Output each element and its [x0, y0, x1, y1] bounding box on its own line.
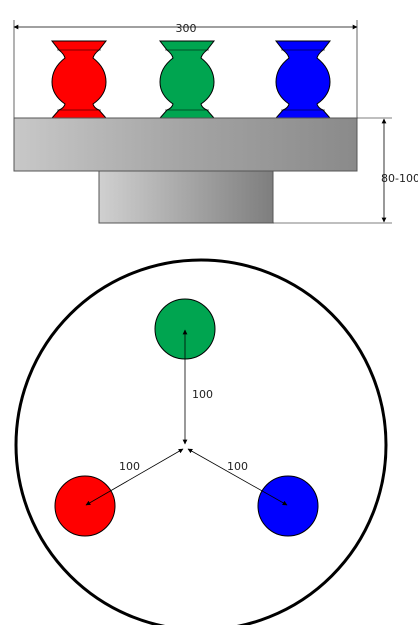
- distance-line-blue: [187, 448, 288, 506]
- blue-circle: [257, 475, 319, 537]
- blue-piece: [274, 40, 332, 119]
- platform-top: [13, 117, 358, 172]
- top-view: 100 100 100: [14, 258, 388, 625]
- width-label: 300: [176, 22, 197, 35]
- distance-label-red: 100: [119, 460, 140, 473]
- distance-line-red: [85, 448, 184, 506]
- height-label: 80-100: [381, 172, 418, 185]
- distance-label-blue: 100: [227, 460, 248, 473]
- side-view: 300 80-100: [13, 20, 418, 224]
- green-piece: [158, 40, 216, 119]
- red-piece: [50, 40, 108, 119]
- red-circle: [54, 475, 116, 537]
- outer-platform-circle: [14, 258, 388, 625]
- distance-label-green: 100: [192, 388, 213, 401]
- platform-base: [98, 170, 274, 224]
